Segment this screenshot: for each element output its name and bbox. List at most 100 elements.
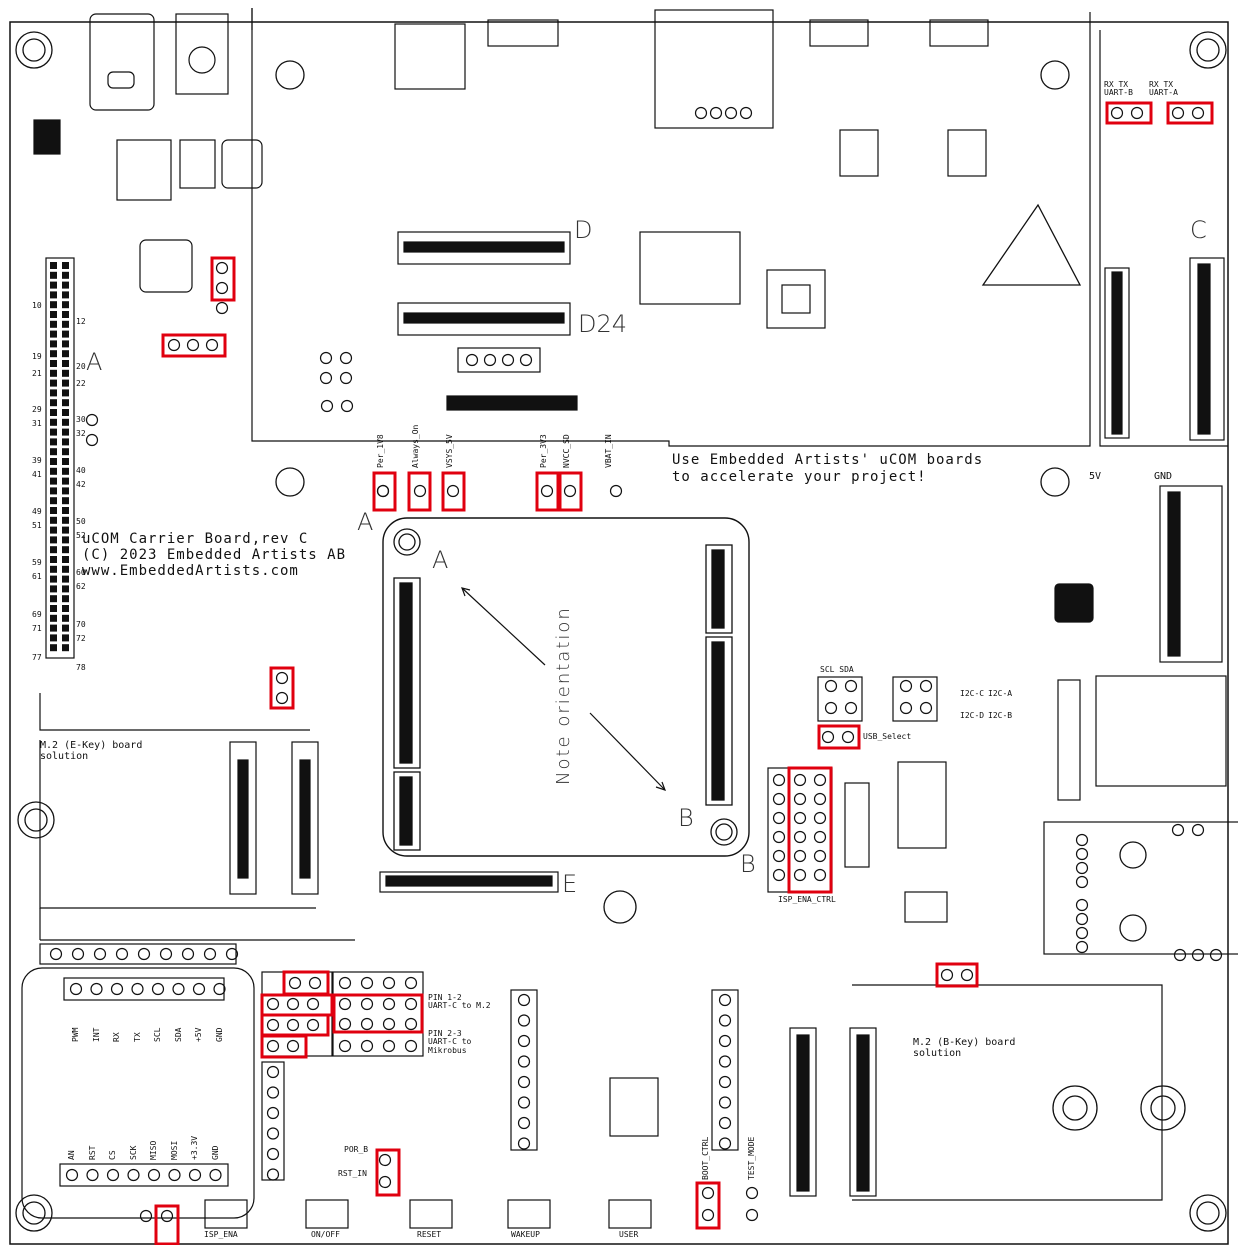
right-section-outline (1099, 30, 1228, 447)
pin-number: 29 (32, 405, 42, 414)
pad (131, 982, 144, 996)
vbat-in-label: VBAT_IN (604, 434, 613, 468)
mikrobus-pin-label: AN (67, 1150, 76, 1160)
pad (940, 968, 954, 982)
header-pin (62, 536, 69, 544)
nvcc-sd-label: NVCC_SD (562, 434, 571, 468)
pad (1171, 106, 1185, 120)
pad (517, 1014, 531, 1027)
i2c-b-label: I2C-B (988, 711, 1013, 720)
por-b-label: POR_B (344, 1145, 369, 1154)
header-pin (50, 507, 57, 514)
pad (404, 1017, 418, 1031)
pad (1075, 875, 1089, 889)
top-left-parts (33, 13, 263, 293)
pad (49, 947, 63, 961)
pad (517, 1055, 531, 1068)
boot-ctrl-label: BOOT_CTRL (701, 1136, 710, 1180)
header-pin (50, 350, 57, 358)
pad (338, 976, 352, 990)
pad (404, 997, 418, 1011)
header-pin (62, 458, 69, 465)
pad (813, 849, 827, 863)
pad (813, 792, 827, 806)
header-pin (62, 271, 69, 279)
pad (1075, 940, 1089, 954)
header-pin (62, 565, 69, 573)
header-pin (50, 536, 57, 544)
pin-number: 69 (32, 610, 42, 619)
top-connectors (394, 9, 989, 329)
pad (1191, 948, 1205, 962)
pad (186, 338, 200, 352)
pad (772, 811, 786, 825)
pad (266, 1065, 280, 1079)
pad (376, 484, 390, 498)
pad (793, 830, 807, 844)
ucom-connector-b (705, 544, 733, 806)
pad (215, 281, 229, 295)
pad (286, 1039, 300, 1053)
pad (824, 679, 838, 693)
header-pin (62, 448, 69, 456)
pad (225, 947, 239, 961)
header-pin (62, 546, 69, 554)
pad (172, 982, 185, 996)
header-pin (50, 291, 57, 299)
header-pin (62, 634, 69, 642)
pad (718, 1137, 732, 1150)
pad (609, 484, 623, 498)
pad (203, 947, 217, 961)
header-pin (62, 409, 69, 416)
pad (540, 484, 554, 498)
header-pin (62, 526, 69, 534)
btn-onoff-label: ON/OFF (311, 1230, 340, 1239)
header-pin (62, 614, 69, 622)
mikrobus-pin-label: +3.3V (190, 1135, 199, 1160)
pad (919, 679, 933, 693)
header-pin (62, 595, 69, 603)
mikrobus-pin-label: GND (210, 1145, 220, 1160)
pad (137, 947, 151, 961)
i2c-d-label: I2C-D (960, 711, 985, 720)
pad (167, 338, 181, 352)
header-pin (50, 418, 57, 426)
pin-number: 70 (76, 620, 86, 629)
pin-number: 31 (32, 419, 42, 428)
pad (308, 976, 322, 990)
mikrobus-pin-label: SDA (173, 1027, 183, 1042)
pad (739, 106, 753, 120)
header-pin (50, 458, 57, 465)
header-pin (50, 634, 57, 642)
pad (85, 433, 99, 447)
pin-number: 20 (76, 362, 86, 371)
isp-ena-label: ISP_ENA (204, 1230, 238, 1239)
pad (718, 1034, 732, 1048)
pad (772, 830, 786, 844)
pad (147, 1168, 161, 1182)
pad (286, 997, 300, 1011)
pad (960, 968, 974, 982)
pad (266, 1018, 280, 1032)
pad (1075, 926, 1089, 940)
highlight-boxes (154, 101, 1214, 1245)
pad (1191, 106, 1205, 120)
m2-bkey-outline (852, 984, 1163, 1201)
pin-number: 10 (32, 301, 42, 310)
pad (86, 1168, 99, 1182)
header-pin (62, 556, 69, 563)
pad (793, 868, 807, 882)
mikrobus-pin-label: CS (108, 1150, 117, 1160)
header-pin (62, 389, 69, 397)
expansion-header (45, 257, 75, 659)
header-pin (62, 320, 69, 328)
pad (701, 1186, 715, 1200)
pad (718, 1096, 732, 1109)
pad (275, 671, 289, 685)
pad (319, 371, 333, 385)
pad (483, 353, 497, 367)
copyright: (C) 2023 Embedded Artists AB (82, 547, 347, 563)
pad (288, 976, 302, 990)
header-pin (50, 262, 57, 269)
